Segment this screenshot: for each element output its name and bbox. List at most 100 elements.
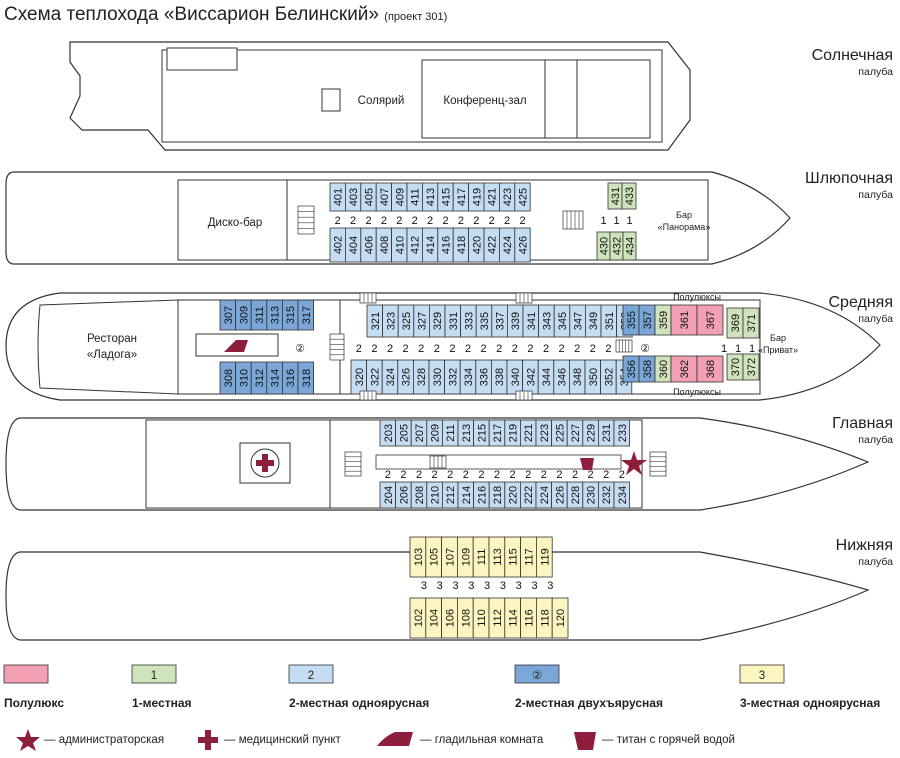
boat-right-bottom-cabin[interactable] bbox=[622, 231, 637, 261]
middle-bunk-top-cabin-number: 309 bbox=[238, 306, 250, 324]
legend-icon-label: — гладильная комната bbox=[420, 734, 544, 746]
middle-bottom-cabin-number: 348 bbox=[572, 368, 584, 386]
sun-deck: Солярий Конференц-зал bbox=[69, 41, 691, 151]
conference-hall-label: Конференц-зал bbox=[443, 95, 526, 107]
lower-berth-mark: 3 bbox=[484, 580, 490, 592]
lower-berth-mark: 3 bbox=[531, 580, 537, 592]
main-bottom-cabin-number: 214 bbox=[461, 486, 473, 504]
deck-sub-boat: палуба bbox=[858, 189, 893, 201]
boat-berth-mark: 2 bbox=[335, 215, 341, 227]
middle-berth-mark: 2 bbox=[605, 343, 611, 355]
legend-label: Полулюкс bbox=[4, 696, 64, 710]
middle-single2-bottom-cabin[interactable] bbox=[742, 353, 760, 381]
middle-bottom-cabin-number: 334 bbox=[463, 368, 475, 386]
lower-bottom-cabin[interactable] bbox=[551, 597, 569, 639]
middle-lux-bottom-cabin[interactable] bbox=[696, 355, 724, 383]
boat-top-cabin-number: 407 bbox=[379, 188, 391, 206]
middle-bunk-bottom-cabin-number: 308 bbox=[223, 369, 235, 387]
main-berth-mark: 2 bbox=[541, 469, 547, 481]
main-stairs-left bbox=[344, 451, 362, 477]
main-bottom-cabin-number: 220 bbox=[508, 486, 520, 504]
middle-bunk-top-cabin-number: 315 bbox=[285, 306, 297, 324]
middle-bunk-top-cabin-number: 313 bbox=[270, 306, 282, 324]
middle-top-cabin-number: 347 bbox=[573, 312, 585, 330]
main-top-cabin-number: 209 bbox=[430, 424, 442, 442]
main-top-cabin-number: 233 bbox=[617, 424, 629, 442]
lower-top-cabin-number: 105 bbox=[429, 548, 441, 566]
legend-swatch bbox=[288, 664, 334, 684]
main-berth-mark: 2 bbox=[494, 469, 500, 481]
middle-lux-bottom-cabin[interactable] bbox=[670, 355, 698, 383]
middle-top-cabin-number: 333 bbox=[463, 312, 475, 330]
legend-swatch-label: 1 bbox=[151, 670, 157, 682]
middle-top-cabin-number: 331 bbox=[448, 312, 460, 330]
middle-bunk-top-cabin[interactable] bbox=[297, 299, 315, 331]
middle-berth-mark: 2 bbox=[434, 343, 440, 355]
lower-top-cabin[interactable] bbox=[536, 536, 553, 578]
lower-bottom-cabin-number: 114 bbox=[508, 609, 520, 627]
middle-bunk-bottom-cabin[interactable] bbox=[297, 361, 315, 395]
boat-right-berth-mark: 1 bbox=[613, 215, 619, 227]
iron-icon bbox=[377, 732, 413, 746]
main-top-cabin-number: 227 bbox=[570, 424, 582, 442]
main-top-cabin[interactable] bbox=[613, 419, 631, 447]
boat-berth-mark: 2 bbox=[381, 215, 387, 227]
title-text: Схема теплохода «Виссарион Белинский» bbox=[4, 4, 379, 25]
main-top-cabin-number: 213 bbox=[461, 424, 473, 442]
main-berth-mark: 2 bbox=[525, 469, 531, 481]
middle-lux-top-cabin-number: 367 bbox=[705, 311, 717, 329]
legend-swatch bbox=[131, 664, 177, 684]
main-berth-mark: 2 bbox=[619, 469, 625, 481]
middle-berth-mark: 2 bbox=[543, 343, 549, 355]
main-berth-mark: 2 bbox=[510, 469, 516, 481]
lower-deck-hull bbox=[5, 551, 870, 641]
deck-name-boat: Шлюпочная bbox=[805, 170, 893, 187]
middle-bunk-top-cabin-number: 317 bbox=[301, 306, 313, 324]
boat-bottom-cabin-number: 402 bbox=[333, 236, 345, 254]
lower-top-cabin-number: 103 bbox=[413, 548, 425, 566]
main-bottom-cabin-number: 224 bbox=[539, 486, 551, 504]
boat-berth-mark: 2 bbox=[473, 215, 479, 227]
middle-bunk-mark: ② bbox=[295, 343, 305, 355]
lower-top-cabin-number: 107 bbox=[445, 548, 457, 566]
lower-top-cabin-number: 117 bbox=[524, 548, 536, 566]
middle-top-cabin-number: 345 bbox=[557, 312, 569, 330]
sun-deck-hatch bbox=[166, 47, 238, 71]
semi-lux-label-top: Полулюксы bbox=[673, 292, 721, 302]
boat-top-cabin[interactable] bbox=[514, 182, 531, 212]
boat-right-bottom-cabin-number: 434 bbox=[625, 237, 637, 255]
title-project: (проект 301) bbox=[384, 11, 448, 23]
middle-bunk-bottom-cabin-number: 310 bbox=[238, 369, 250, 387]
boat-berth-mark: 2 bbox=[442, 215, 448, 227]
middle-bottom-cabin-number: 344 bbox=[541, 368, 553, 386]
main-berth-mark: 2 bbox=[478, 469, 484, 481]
boat-bottom-cabin[interactable] bbox=[514, 227, 531, 263]
middle-berth-mark: 2 bbox=[387, 343, 393, 355]
privat-bar-label-1: Бар bbox=[770, 333, 786, 343]
main-top-cabin-number: 211 bbox=[445, 424, 457, 442]
main-berth-mark: 2 bbox=[400, 469, 406, 481]
middle-single2-top-cabin[interactable] bbox=[742, 307, 760, 339]
middle-stairs-side bbox=[329, 333, 345, 361]
main-bottom-cabin-number: 228 bbox=[570, 486, 582, 504]
middle-berth-mark: 2 bbox=[418, 343, 424, 355]
middle-lux-top-cabin[interactable] bbox=[696, 304, 724, 336]
main-berth-mark: 2 bbox=[416, 469, 422, 481]
boat-right-top-cabin[interactable] bbox=[621, 182, 637, 210]
middle-top-cabin-number: 349 bbox=[588, 312, 600, 330]
legend-swatch bbox=[739, 664, 785, 684]
boat-berth-mark: 2 bbox=[365, 215, 371, 227]
middle-berth-mark: 2 bbox=[403, 343, 409, 355]
main-bottom-cabin[interactable] bbox=[613, 481, 631, 509]
middle-stairs-bottom-right bbox=[515, 390, 533, 401]
legend-label: 3-местная одноярусная bbox=[740, 696, 880, 710]
middle-top-cabin-number: 339 bbox=[510, 312, 522, 330]
middle-bottom-cabin-number: 326 bbox=[401, 368, 413, 386]
sun-deck-box bbox=[321, 88, 341, 112]
boat-top-cabin-number: 411 bbox=[410, 188, 422, 206]
main-top-cabin-number: 221 bbox=[523, 424, 535, 442]
panorama-bar-label-1: Бар bbox=[676, 210, 692, 220]
